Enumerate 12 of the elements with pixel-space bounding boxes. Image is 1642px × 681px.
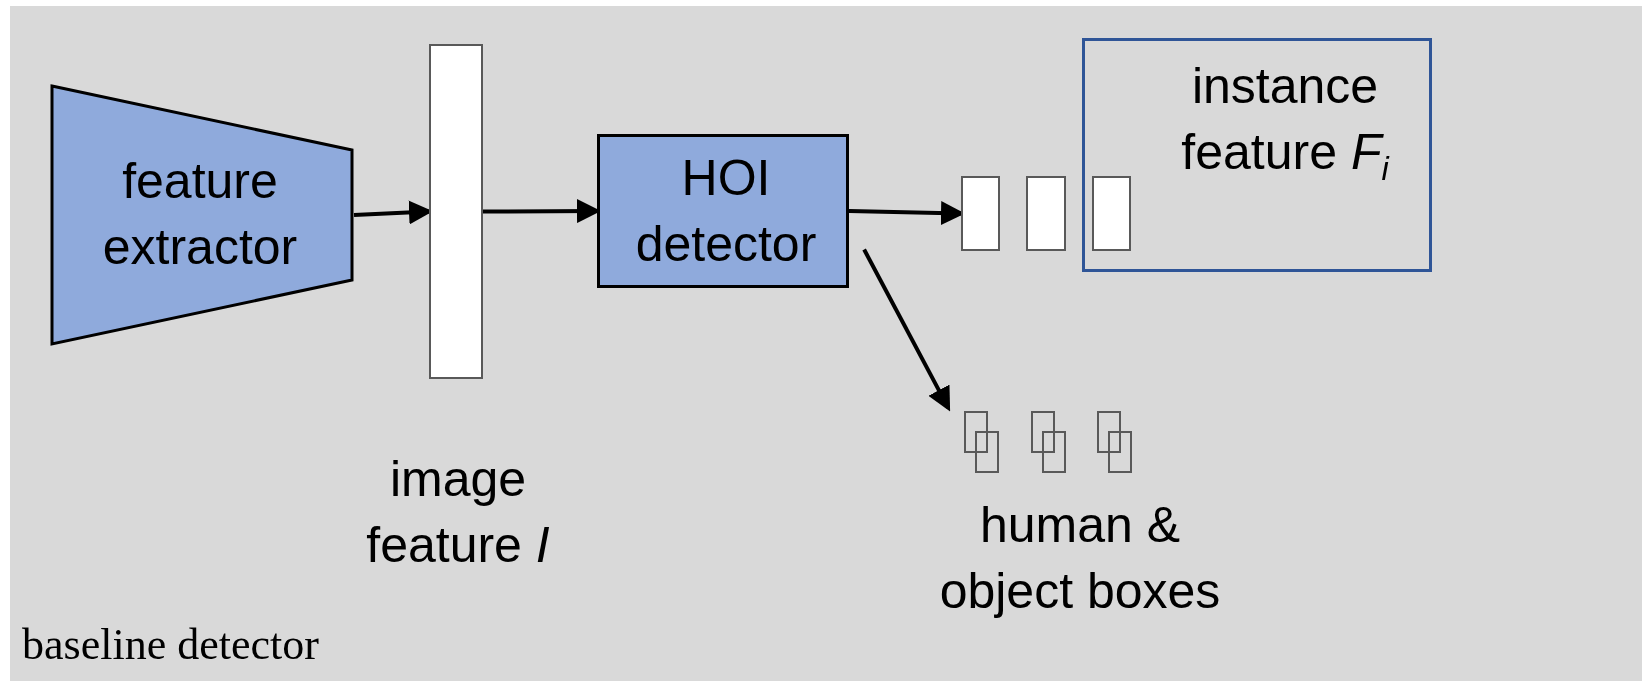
arrow [862,248,951,412]
node-label: feature extractor [101,152,299,277]
text-label: human & object boxes [938,496,1222,621]
feature-bar [961,176,1000,251]
node-label: instance feature F$_{i}$ [1180,57,1391,189]
group-frame [1082,38,1432,272]
diagram-caption: baseline detector [22,619,320,671]
process-box [597,134,849,288]
feature-bar [1026,176,1066,251]
node-caption: image feature I [365,450,551,575]
node-label: HOI detector [634,149,818,274]
feature-bar [1092,176,1131,251]
